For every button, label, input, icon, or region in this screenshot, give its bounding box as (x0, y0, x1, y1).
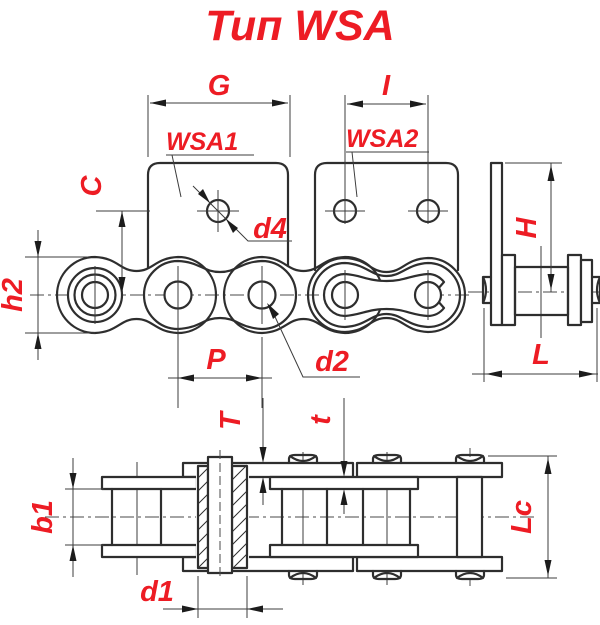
page-title: Тип WSA (205, 2, 394, 50)
connecting-plate-top (355, 461, 504, 479)
dim-d4: d4 (253, 213, 287, 245)
outer-plate-right (566, 253, 583, 327)
pin-end-left (481, 275, 493, 305)
side-view: G I WSA1 WSA2 C h2 P d2 d4 (0, 70, 472, 408)
callout-wsa2: WSA2 (346, 125, 418, 153)
pin-heads-bottom (287, 569, 486, 581)
dim-Lc: Lc (506, 500, 538, 534)
inner-plate-1-top (100, 475, 199, 491)
dim-b1: b1 (27, 500, 59, 534)
link-plate-2 (142, 259, 298, 331)
dim-T: T (215, 410, 247, 430)
attachment-plate-wsa2 (313, 161, 460, 272)
dim-G: G (208, 70, 231, 102)
end-view: H L (468, 161, 600, 382)
dim-h2: h2 (0, 278, 29, 312)
inner-plate-2-bottom (268, 543, 420, 559)
end-pin-body (455, 475, 484, 559)
callout-wsa1: WSA1 (166, 128, 238, 156)
connecting-plate-bottom (355, 555, 504, 573)
dim-C: C (76, 174, 108, 196)
connecting-link-inner (311, 261, 462, 329)
plan-view: b1 d1 T t Lc (27, 398, 557, 618)
dim-P: P (206, 344, 226, 376)
roller-1-edges (110, 487, 163, 547)
clip-plate (579, 258, 594, 324)
dim-H: H (511, 216, 543, 238)
attachment-plate-wsa1 (146, 161, 290, 270)
inner-plate-1-bottom (100, 543, 199, 559)
connecting-link-outline (306, 256, 467, 334)
dim-L: L (532, 339, 550, 371)
roller-section (513, 265, 570, 317)
dim-I: I (382, 70, 391, 102)
inner-plate-2-top (268, 475, 420, 491)
dim-d1: d1 (140, 576, 174, 608)
section-hatching (197, 464, 248, 569)
pin-end-right (590, 275, 600, 305)
roller-2-3-edges (280, 487, 412, 547)
dim-t: t (305, 414, 337, 425)
pin-heads-top (287, 453, 486, 465)
outer-plate-left (500, 253, 517, 327)
bent-attachment-bar (489, 161, 504, 327)
dim-d2: d2 (315, 346, 349, 378)
